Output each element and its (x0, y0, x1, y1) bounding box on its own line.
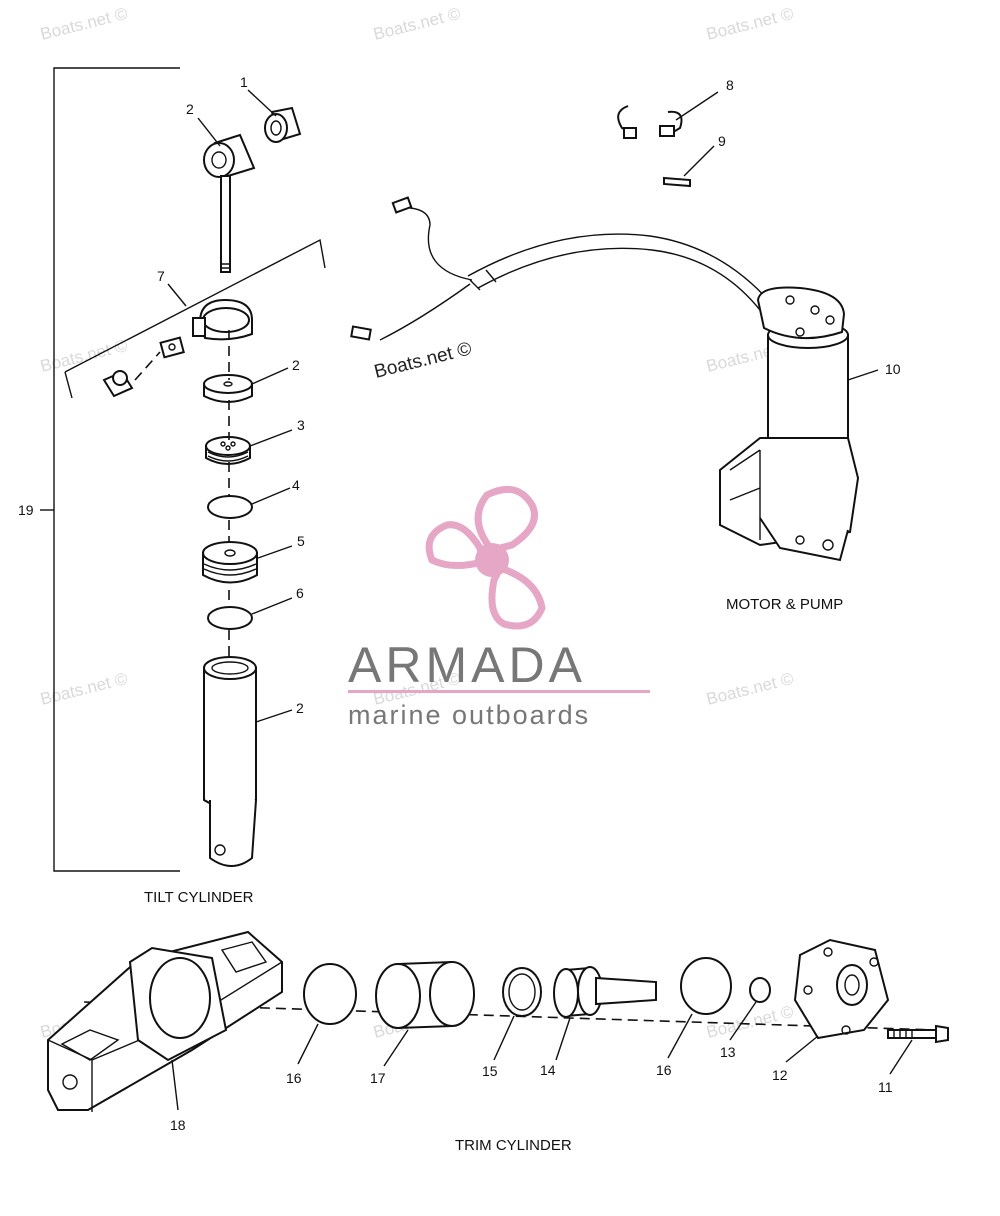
watermark: Boats.net © (704, 669, 795, 709)
watermark-layer: Boats.net © Boats.net © Boats.net © Boat… (38, 4, 795, 1042)
callout-label: 1 (240, 74, 248, 90)
watermark: Boats.net © (38, 4, 129, 44)
callout-label: 6 (296, 585, 304, 601)
o-ring (207, 495, 253, 519)
trim-bolt (887, 1024, 949, 1044)
tilt-disc (203, 374, 253, 403)
motor-pump-assembly (350, 105, 860, 562)
tilt-cylinder-assembly (40, 67, 326, 872)
section-titles: TILT CYLINDER MOTOR & PUMP TRIM CYLINDER (144, 596, 843, 1154)
small-seal (749, 977, 771, 1003)
propeller-icon (425, 485, 546, 630)
brand-tagline: marine outboards (348, 700, 590, 730)
callout-label: 7 (157, 268, 165, 284)
callout-label: 16 (286, 1070, 302, 1086)
callout-label: 4 (292, 477, 300, 493)
brand-rule (348, 690, 650, 693)
callout-labels: 1 2 7 2 3 4 5 6 2 19 8 9 10 16 17 15 14 … (18, 74, 901, 1133)
callout-label: 2 (186, 101, 194, 117)
trim-housing (47, 930, 283, 1112)
section-title-motor: MOTOR & PUMP (726, 596, 843, 613)
trim-cylinder-assembly (47, 930, 949, 1112)
section-title-tilt: TILT CYLINDER (144, 889, 254, 906)
armada-logo: ARMADA marine outboards (348, 485, 650, 730)
callout-label: 16 (656, 1062, 672, 1078)
callout-label: 2 (292, 357, 300, 373)
o-ring (680, 957, 732, 1015)
callout-label: 18 (170, 1117, 186, 1133)
cylinder-cap (205, 436, 251, 465)
clamp-part (64, 238, 326, 399)
watermark: Boats.net © (704, 4, 795, 44)
bushing-part (264, 106, 302, 143)
tilt-piston (202, 541, 258, 584)
callout-label: 19 (18, 502, 34, 518)
callout-label: 14 (540, 1062, 556, 1078)
watermark-dark: Boats.net © (372, 338, 474, 382)
callout-label: 13 (720, 1044, 736, 1060)
watermark: Boats.net © (38, 669, 129, 709)
watermark: Boats.net © (371, 4, 462, 44)
callout-label: 11 (878, 1079, 893, 1095)
callout-label: 3 (297, 417, 305, 433)
trim-end-cap (793, 938, 890, 1040)
callout-label: 9 (718, 133, 726, 149)
callout-label: 8 (726, 77, 734, 93)
callout-label: 10 (885, 361, 901, 377)
o-ring (303, 963, 357, 1025)
o-ring (207, 606, 253, 630)
leader-lines (167, 89, 913, 1111)
trim-sleeve (375, 960, 475, 1030)
tilt-rod-eye (203, 133, 256, 273)
watermark: Boats.net © (38, 336, 129, 376)
trim-piston (553, 966, 657, 1018)
callout-label: 12 (772, 1067, 788, 1083)
callout-label: 2 (296, 700, 304, 716)
section-title-trim: TRIM CYLINDER (455, 1137, 572, 1154)
callout-label: 15 (482, 1063, 498, 1079)
callout-label: 5 (297, 533, 305, 549)
tilt-cylinder-body (203, 656, 257, 867)
callout-label: 17 (370, 1070, 386, 1086)
brand-name: ARMADA (348, 637, 586, 693)
